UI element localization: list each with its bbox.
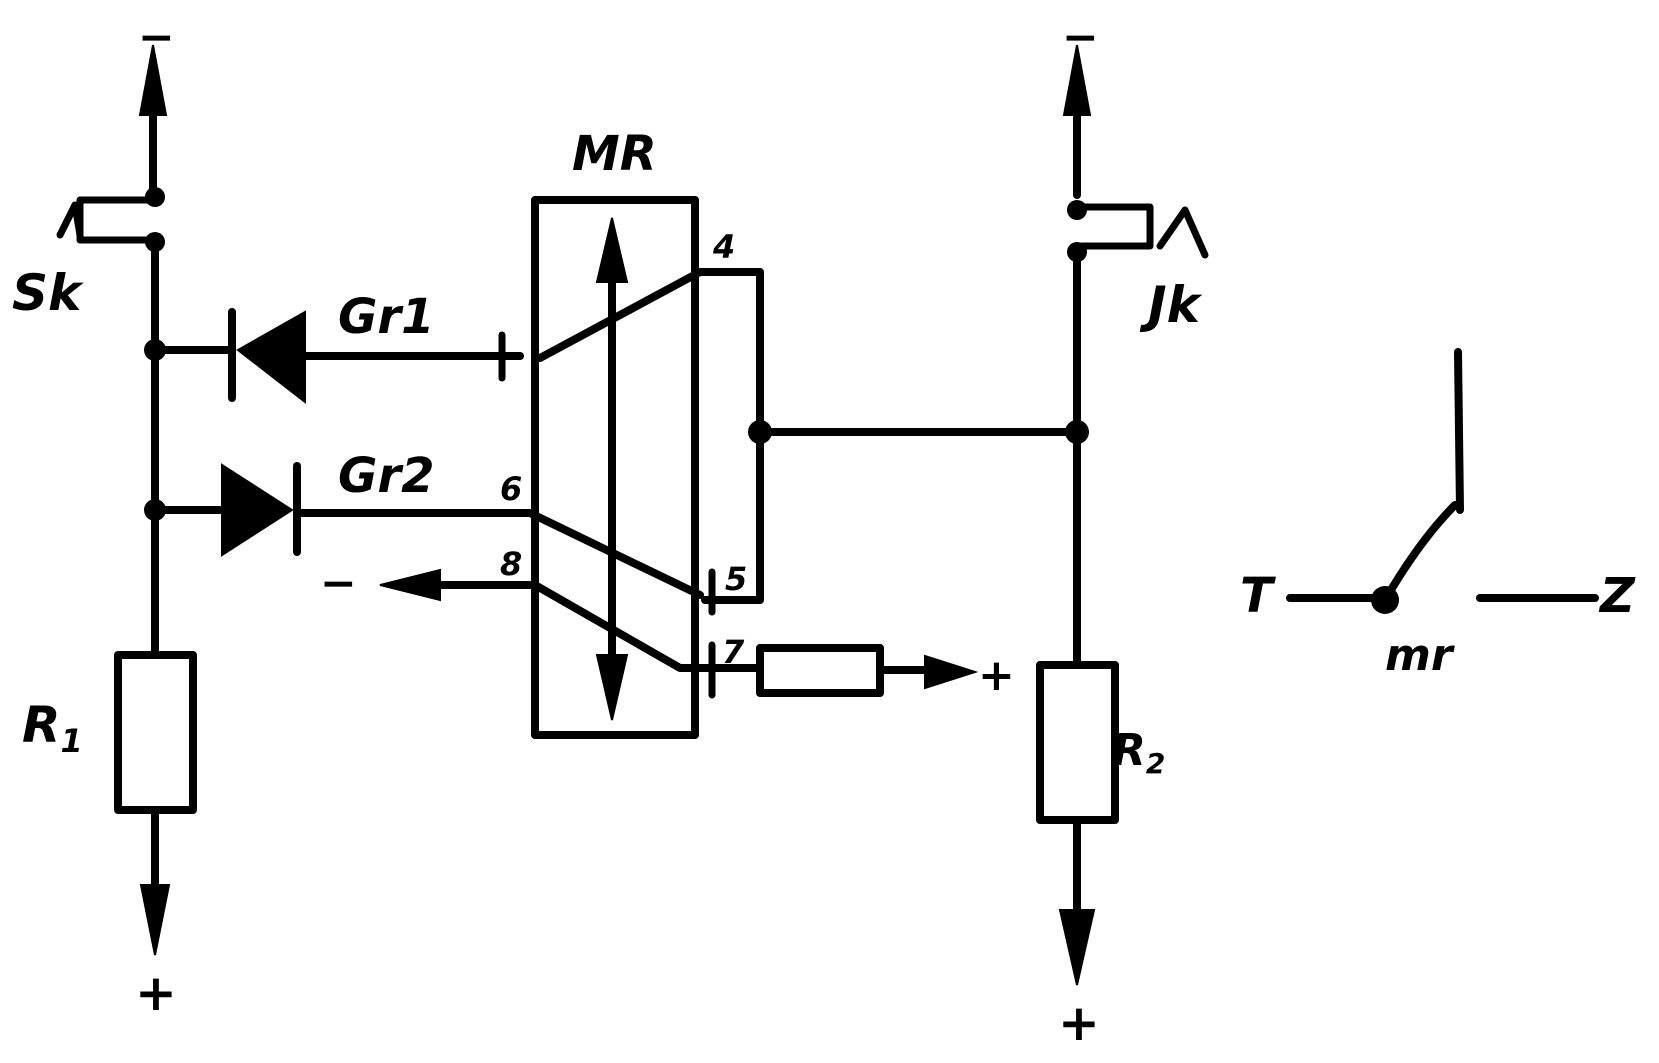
resistor-r1 — [114, 651, 197, 814]
right-bottom-arrow — [1058, 909, 1096, 986]
pin7-resistor-lead — [708, 644, 979, 697]
pin-4: 4 — [712, 228, 735, 266]
right-top-minus: − — [1062, 12, 1099, 63]
label-sk: Sk — [12, 264, 84, 322]
mid-right-plus: + — [978, 650, 1015, 701]
label-jk: Jk — [1139, 276, 1203, 334]
resistor-r2 — [1036, 661, 1119, 824]
mr-minus-lead — [379, 568, 534, 602]
label-r1: R1 — [22, 696, 83, 760]
pin-8: 8 — [500, 545, 522, 583]
pin-6: 6 — [500, 470, 522, 508]
right-bottom-plus: + — [1058, 994, 1100, 1052]
right-top-arrow — [1062, 44, 1092, 116]
left-bottom-plus: + — [135, 964, 177, 1022]
inset-contact-symbol — [1286, 348, 1599, 614]
label-r2: R2 — [1112, 725, 1165, 780]
inset-label-z: Z — [1598, 568, 1636, 624]
switch-jk — [1067, 200, 1209, 262]
left-top-minus: − — [138, 12, 175, 63]
left-bottom-arrow — [139, 884, 171, 956]
label-gr1: Gr1 — [338, 289, 434, 345]
mid-left-minus: − — [320, 558, 357, 609]
left-top-arrow — [138, 44, 168, 116]
pin-5: 5 — [725, 560, 747, 598]
diode-gr2 — [151, 462, 534, 557]
label-gr2: Gr2 — [338, 448, 434, 504]
switch-sk — [56, 187, 165, 252]
label-mr: MR — [572, 126, 657, 182]
inset-label-t: T — [1240, 568, 1276, 624]
inset-label-mr: mr — [1385, 630, 1455, 681]
pin-7: 7 — [722, 633, 745, 671]
right-branch: − Jk R2 + — [1036, 12, 1209, 1052]
diode-gr1 — [151, 308, 524, 405]
left-branch: − Sk R1 + — [12, 12, 197, 1022]
mr-switch-block — [526, 196, 764, 739]
